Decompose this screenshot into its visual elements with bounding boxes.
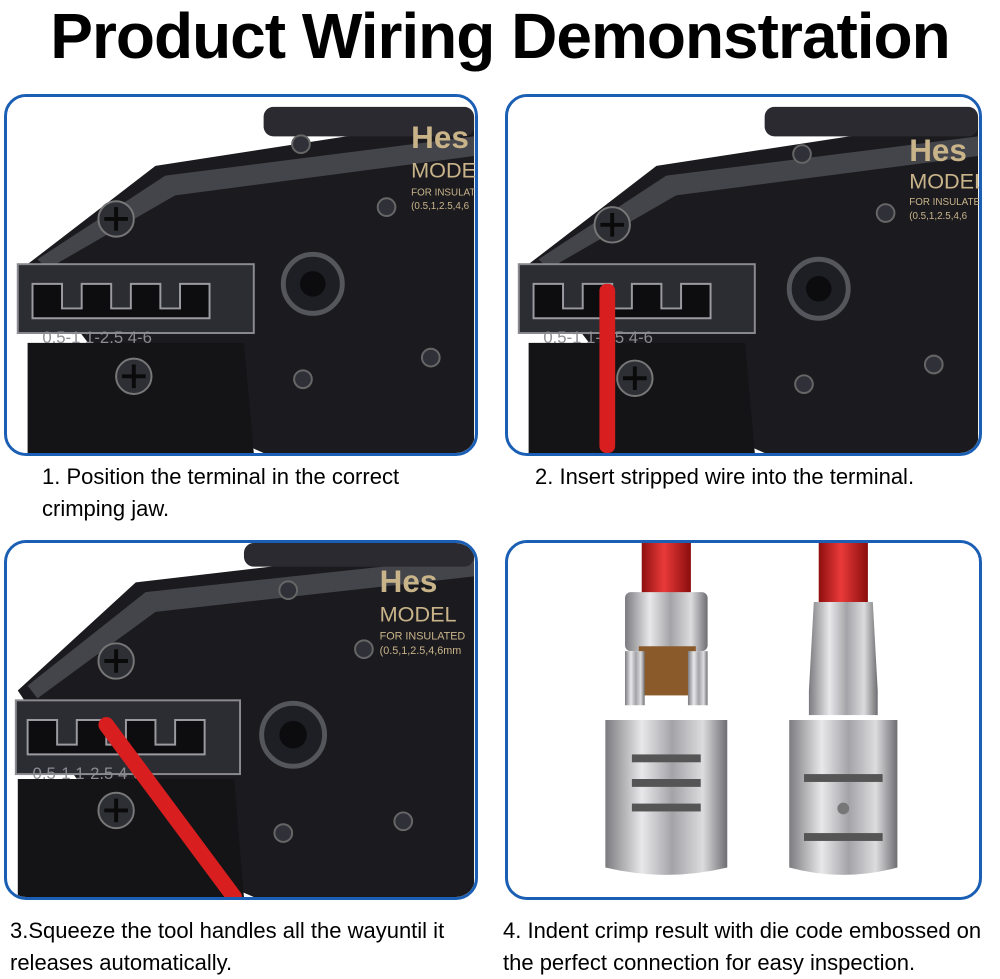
red-wire: [98, 717, 242, 897]
jaw-scale-text: 0.5-1 1-2.5 4-6: [33, 764, 143, 783]
range-text: (0.5,1,2.5,4,6: [411, 201, 469, 212]
insulated-text: FOR INSULATED: [411, 187, 475, 198]
crimped-terminal-left: [605, 543, 728, 875]
model-text: MODEL: [909, 168, 979, 193]
crimped-terminal-right: [789, 543, 898, 875]
insulated-text: FOR INSULATED: [380, 630, 466, 642]
step-1-caption: 1. Position the terminal in the correct …: [42, 464, 400, 521]
step-4-caption: 4. Indent crimp result with die code emb…: [503, 918, 982, 975]
step-4-image: [505, 540, 982, 900]
range-text: (0.5,1,2.5,4,6: [909, 211, 967, 222]
jaw-scale-text: 0.5-1 1-2.5 4-6: [42, 328, 152, 347]
step-1-image: 0.5-1 1-2.5 4-6 Hes MODEL FOR INSULATED …: [4, 94, 478, 456]
page-title: Product Wiring Demonstration: [50, 0, 950, 72]
step-3-caption: 3.Squeeze the tool handles all the wayun…: [10, 918, 445, 975]
model-text: MODEL: [411, 158, 475, 183]
crimper-tool-with-wire-illustration: 0.5-1 1-2.5 4-6 Hes MODEL FOR INSULATED …: [508, 97, 979, 453]
jaw-scale-text: 0.5-1 1-2.5 4-6: [543, 328, 653, 347]
crimped-terminals-illustration: [508, 543, 979, 897]
crimper-tool-squeezed-illustration: 0.5-1 1-2.5 4-6 Hes MODEL FOR INSULATED …: [7, 543, 475, 897]
range-text: (0.5,1,2.5,4,6mm: [380, 645, 462, 657]
red-wire: [599, 283, 616, 453]
insulated-text: FOR INSULATED: [909, 197, 979, 208]
brand-text: Hes: [380, 564, 438, 599]
step-3-image: 0.5-1 1-2.5 4-6 Hes MODEL FOR INSULATED …: [4, 540, 478, 900]
crimper-tool-illustration: 0.5-1 1-2.5 4-6 Hes MODEL FOR INSULATED …: [7, 97, 475, 453]
brand-text: Hes: [909, 133, 967, 168]
model-text: MODEL: [380, 602, 457, 627]
step-2-caption: 2. Insert stripped wire into the termina…: [535, 464, 915, 489]
brand-text: Hes: [411, 120, 469, 155]
step-2-image: 0.5-1 1-2.5 4-6 Hes MODEL FOR INSULATED …: [505, 94, 982, 456]
